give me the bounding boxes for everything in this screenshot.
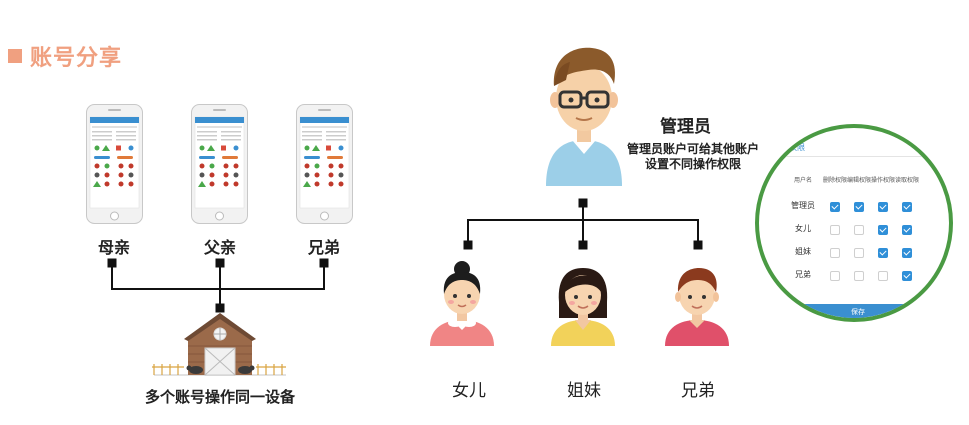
edit-permission-checkbox[interactable]	[854, 224, 864, 235]
connector-line	[582, 219, 584, 245]
connector-line	[582, 203, 584, 220]
connector-node	[215, 303, 225, 313]
permission-cell	[895, 217, 919, 240]
manager-desc-line1: 管理员账户可给其他账户	[626, 142, 759, 156]
col-delete-permission: 删除权限	[823, 176, 848, 184]
permission-cell	[847, 194, 871, 217]
permission-cell	[823, 194, 847, 217]
member-label-sister: 姐妹	[567, 381, 601, 401]
section-title-text: 账号分享	[30, 46, 123, 71]
col-edit-permission: 编辑权限	[847, 176, 872, 184]
device-label-father: 父亲	[203, 238, 237, 257]
permission-cell	[847, 217, 871, 240]
permission-cell	[895, 240, 919, 263]
row-username: 管理员	[791, 201, 815, 210]
operate-permission-checkbox[interactable]	[878, 247, 888, 258]
permission-cell	[895, 263, 919, 286]
col-operate-permission: 操作权限	[871, 176, 896, 184]
connector-line	[467, 219, 469, 245]
smartphone-icon	[296, 104, 353, 224]
permission-cell	[871, 194, 895, 217]
device-label-brother: 兄弟	[307, 238, 341, 257]
permission-cell	[823, 263, 847, 286]
table-row: 兄弟	[783, 263, 919, 286]
connector-line	[323, 263, 325, 289]
delete-permission-checkbox[interactable]	[830, 201, 840, 212]
permission-cell	[871, 263, 895, 286]
manager-avatar	[540, 40, 628, 186]
delete-permission-checkbox[interactable]	[830, 247, 840, 258]
connector-node	[463, 240, 473, 250]
permission-cell	[823, 217, 847, 240]
manager-desc-line2: 设置不同操作权限	[644, 157, 741, 171]
col-read-permission: 读取权限	[895, 176, 920, 184]
operate-permission-checkbox[interactable]	[878, 224, 888, 235]
member-label-brother: 兄弟	[681, 381, 715, 401]
operate-permission-checkbox[interactable]	[878, 201, 888, 212]
save-button[interactable]: 保存	[761, 304, 949, 318]
permission-cell	[895, 194, 919, 217]
permission-cell	[847, 240, 871, 263]
operate-permission-checkbox[interactable]	[878, 270, 888, 281]
table-row: 管理员	[783, 194, 919, 217]
manager-title: 管理员	[660, 117, 711, 137]
smartphone-icon	[86, 104, 143, 224]
edit-permission-checkbox[interactable]	[854, 247, 864, 258]
read-permission-checkbox[interactable]	[902, 247, 912, 258]
table-row: 女儿	[783, 217, 919, 240]
edit-permission-checkbox[interactable]	[854, 201, 864, 212]
section-title: 账号分享	[8, 40, 122, 72]
permission-panel: 操作权限 用户名 删除权限 编辑权限 操作权限 读取权限 管理员女儿姐妹兄弟 保…	[759, 128, 949, 318]
title-bullet-icon	[8, 49, 22, 63]
read-permission-checkbox[interactable]	[902, 270, 912, 281]
table-row: 姐妹	[783, 240, 919, 263]
device-label-mother: 母亲	[97, 238, 131, 257]
permission-panel-magnifier: 操作权限 用户名 删除权限 编辑权限 操作权限 读取权限 管理员女儿姐妹兄弟 保…	[755, 124, 953, 322]
smartphone-icon	[191, 104, 248, 224]
connector-node	[693, 240, 703, 250]
row-username: 姐妹	[795, 247, 811, 256]
farm-caption: 多个账号操作同一设备	[144, 388, 296, 406]
col-username: 用户名	[793, 176, 812, 184]
permission-cell	[823, 240, 847, 263]
panel-divider	[765, 156, 949, 157]
connector-node	[578, 240, 588, 250]
permission-cell	[847, 263, 871, 286]
row-username: 女儿	[795, 224, 811, 233]
permission-panel-header: 操作权限	[773, 143, 805, 152]
connector-line	[697, 219, 699, 245]
permission-cell	[871, 240, 895, 263]
farm-barn-icon	[150, 312, 290, 380]
row-username: 兄弟	[795, 270, 811, 279]
edit-permission-checkbox[interactable]	[854, 270, 864, 281]
connector-line	[111, 263, 113, 289]
delete-permission-checkbox[interactable]	[830, 270, 840, 281]
sister-avatar	[547, 262, 619, 346]
read-permission-checkbox[interactable]	[902, 224, 912, 235]
phone-father	[191, 104, 248, 224]
read-permission-checkbox[interactable]	[902, 201, 912, 212]
permission-cell	[871, 217, 895, 240]
permission-table: 用户名 删除权限 编辑权限 操作权限 读取权限 管理员女儿姐妹兄弟	[783, 166, 919, 286]
manager-description: 管理员账户可给其他账户 设置不同操作权限	[618, 142, 768, 172]
brother-avatar	[661, 262, 733, 346]
permission-table-header: 用户名 删除权限 编辑权限 操作权限 读取权限	[783, 166, 919, 194]
connector-line	[219, 263, 221, 308]
phone-mother	[86, 104, 143, 224]
delete-permission-checkbox[interactable]	[830, 224, 840, 235]
connector-line	[111, 288, 325, 290]
phone-brother	[296, 104, 353, 224]
member-label-daughter: 女儿	[452, 381, 486, 401]
daughter-avatar	[426, 260, 498, 346]
